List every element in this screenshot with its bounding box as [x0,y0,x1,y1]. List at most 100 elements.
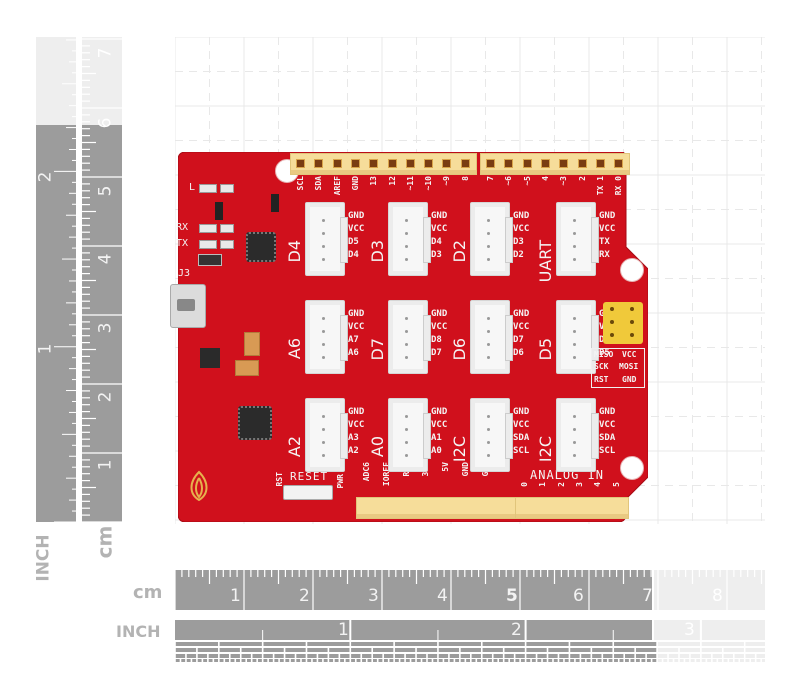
grove-connector[interactable] [556,300,599,374]
grove-pin-label: A6 [348,348,359,358]
ruler-subdivision [614,659,618,662]
usb-controller-chip [246,232,276,262]
grove-connector[interactable] [556,398,599,472]
top-header-pin-label: 7 [486,176,495,181]
grove-pin-label: D2 [513,250,524,260]
ruler-subdivision [597,659,602,662]
grove-connector[interactable] [305,300,348,374]
ruler-subdivision [351,659,355,662]
connector-pin [405,317,408,320]
ruler-subdivision [603,654,613,658]
transistor [215,202,223,220]
ruler-subdivision [230,654,240,658]
ruler-subdivision [679,654,690,658]
ruler-subdivision [252,659,257,662]
grove-connector[interactable] [305,398,348,472]
ruler-subdivision [657,642,701,646]
ruler-subdivision [712,659,717,662]
top-header-pin-label: ~10 [424,176,434,191]
grove-pin-label: GND [513,211,530,221]
voltage-regulator [200,348,220,368]
grove-connector[interactable] [305,202,348,276]
grove-pin-label: VCC [513,322,530,332]
ruler-subdivision [734,654,744,658]
ruler-subdivision [707,659,712,662]
grove-connector[interactable] [470,202,513,276]
ruler-subdivision [570,642,613,646]
microcontroller-chip [238,406,272,440]
ruler-subdivision [438,642,481,646]
hcm-tick-2: 2 [299,586,310,606]
resistor [220,240,234,249]
grove-connector[interactable] [388,202,431,276]
header-pin [350,159,360,168]
micro-usb-port[interactable] [170,284,206,328]
ruler-subdivision [307,659,312,662]
ruler-subdivision [526,659,531,662]
header-pin [369,159,379,168]
ruler-subdivision [444,659,449,662]
vcm-tick-2: 2 [95,391,116,403]
ruler-subdivision [646,654,657,658]
ruler-subdivision [351,642,394,646]
top-header-pin-label: 4 [540,176,550,181]
ruler-subdivision [548,659,553,662]
connector-pin [487,356,490,359]
ruler-subdivision [389,659,394,662]
connector-pin [573,245,576,248]
ruler-subdivision [307,654,317,658]
connector-pin [322,245,325,248]
grove-port-name: D3 [368,240,387,263]
ruler-subdivision [657,654,668,658]
ruler-subdivision [635,648,657,652]
ruler-subdivision [345,659,350,662]
top-header-pin-label: 2 [577,176,587,181]
header-pin [442,159,452,168]
reset-button[interactable] [283,485,333,500]
connector-pin [405,232,408,235]
connector-pin [405,454,408,457]
ruler-subdivision [367,659,372,662]
vcm-tick-1: 1 [95,459,116,471]
ruler-subdivision [405,659,410,662]
grove-connector[interactable] [388,300,431,374]
ruler-subdivision [482,654,492,658]
ruler-subdivision [592,648,613,652]
ruler-subdivision [723,654,733,658]
connector-pin [322,219,325,222]
ruler-subdivision [197,654,208,658]
grove-pin-label: D4 [431,237,442,247]
ruler-subdivision [531,659,536,662]
bottom-header-right [515,497,629,519]
ruler-subdivision [334,659,339,662]
grove-connector[interactable] [470,300,513,374]
grove-connector[interactable] [388,398,431,472]
ruler-subdivision [570,648,591,652]
ruler-subdivision [466,659,471,662]
grove-pin-label: SCL [599,446,616,456]
top-header-pin-label: 12 [387,176,397,186]
grove-connector[interactable] [470,398,513,472]
ruler-subdivision [318,654,328,658]
grove-connector[interactable] [556,202,599,276]
grove-pin-label: GND [348,309,365,319]
analog-header-pin-label: 0 [520,482,529,487]
connector-pin [487,415,490,418]
usb-label-j3: J3 [178,268,191,279]
connector-pin [573,232,576,235]
ruler-subdivision [186,659,191,662]
connector-latch [591,413,599,459]
ruler-subdivision [362,659,366,662]
header-pin [296,159,305,168]
top-header-pin-label: RX 0 [614,176,624,196]
vertical-cm-unit-label: cm [92,525,117,559]
ruler-subdivision [340,659,345,662]
analog-header-pin-label: 4 [593,482,603,487]
vertical-cm-ruler: 7 6 5 4 3 2 1 [82,37,122,522]
grove-pin-label: GND [348,407,365,417]
ruler-subdivision [186,654,197,658]
led-label-tx: TX [176,238,189,249]
ruler-subdivision [438,654,449,658]
